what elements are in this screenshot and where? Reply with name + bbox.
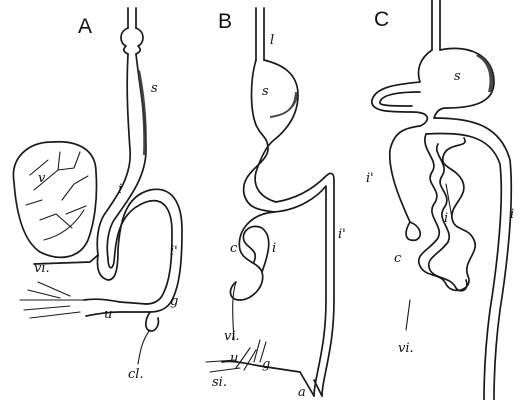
panel-a-label-i: i <box>118 182 122 197</box>
panel-c-esophagus <box>432 0 440 50</box>
panel-b-label-l: l <box>270 33 274 48</box>
panel-b: B l s c i i' vi. u g <box>206 8 346 400</box>
panel-c-label-i-inner: i <box>444 211 448 226</box>
panel-a-label-vi: vi. <box>34 261 50 276</box>
panel-a-label-v: v <box>38 171 46 186</box>
panel-b-label-g: g <box>262 357 270 372</box>
panel-b-esophagus <box>256 8 264 60</box>
panel-b-label-u: u <box>230 351 238 366</box>
panel-c-label-i-outer: i <box>510 207 514 222</box>
panel-c-stomach <box>372 48 494 126</box>
panel-c: C s i' i i c vi. <box>366 0 514 400</box>
panel-a-letter: A <box>78 15 92 38</box>
panel-b-label-a: a <box>298 385 306 400</box>
panel-b-letter: B <box>218 10 232 33</box>
panel-a: A <box>13 8 182 382</box>
panel-c-letter: C <box>374 8 389 31</box>
panel-b-label-si: si. <box>212 375 227 390</box>
panel-b-label-i: i <box>272 241 276 256</box>
panel-b-stomach <box>244 60 298 212</box>
panel-c-label-c: c <box>394 251 402 266</box>
panel-c-label-vi: vi. <box>398 341 414 356</box>
panel-a-label-s: s <box>151 81 158 96</box>
panel-b-label-i-prime: i' <box>338 227 346 242</box>
panel-b-label-s: s <box>262 84 269 99</box>
panel-b-label-c: c <box>230 241 238 256</box>
panel-c-label-s: s <box>454 69 461 84</box>
panel-a-stomach <box>97 54 147 258</box>
panel-a-label-g: g <box>170 294 178 309</box>
panel-c-label-i-prime: i' <box>366 171 374 186</box>
panel-a-label-u: u <box>104 307 112 322</box>
panel-a-yolk-sac <box>13 142 96 258</box>
panel-a-cloaca <box>84 299 158 364</box>
panel-a-esophagus <box>121 8 143 54</box>
panel-a-label-cl: cl. <box>128 367 144 382</box>
panel-a-label-i-prime: i' <box>170 244 178 259</box>
panel-b-label-vi: vi. <box>224 329 240 344</box>
panel-c-intestine <box>390 118 511 400</box>
panel-a-umbilical-vessels <box>20 255 98 318</box>
